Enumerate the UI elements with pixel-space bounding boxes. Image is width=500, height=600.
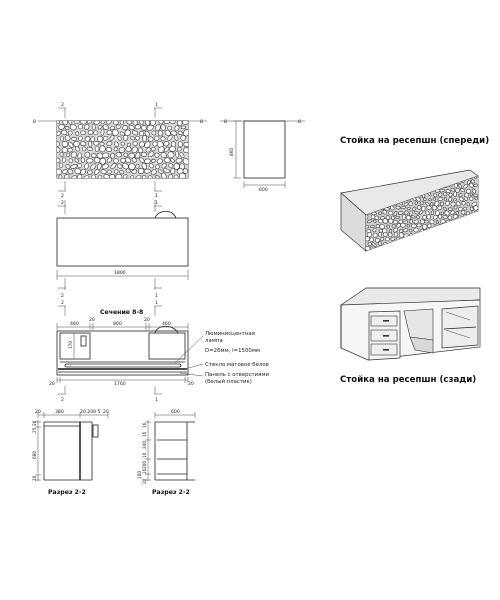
section-title: Сечение 8-8 [100, 309, 143, 316]
cut-mark-label: 2 [61, 193, 64, 199]
cut-mark-label: 1 [155, 293, 158, 299]
dim-label: 380 [55, 409, 64, 415]
decorative-pebble-panel [57, 121, 188, 178]
dim-label: 20 [103, 409, 109, 415]
section-mark-label: 8 [224, 119, 227, 125]
front-elevation-view: 2 1 2 1 8 8 [33, 102, 207, 199]
dim-label-depth: 600 [259, 187, 268, 193]
dim-label: 16 [142, 468, 147, 474]
cut-mark-label: 2 [61, 397, 64, 403]
cut-mark-label: 1 [155, 300, 158, 306]
cut-mark-label: 2 [61, 300, 64, 306]
isometric-front-render [340, 169, 479, 252]
dim-label: 20 [32, 475, 37, 481]
front-heading: Стойка на ресепшн (спереди) [340, 136, 489, 146]
isometric-back-render [339, 287, 481, 361]
dim-label: 20 [142, 478, 147, 484]
plan-view: 2 1 1800 2 1 [56, 200, 189, 299]
dim-label-length: 1800 [114, 270, 126, 276]
cut-title: Разрез 2-2 [48, 489, 86, 496]
cut-title: Разрез 2-2 [152, 489, 190, 496]
cut-2-2-left-view: 20 380 20 200 5 20 20 25 680 20 Разрез 2… [32, 409, 109, 496]
section-mark-label: 8 [33, 119, 36, 125]
dim-label: 20 [49, 381, 55, 387]
cut-mark-label: 2 [61, 200, 64, 206]
back-heading: Стойка на ресепшн (сзади) [340, 375, 476, 385]
side-elevation-view: 860 600 8 8 [220, 119, 305, 193]
callout-panel: Панель с отверстиями [205, 372, 269, 378]
dim-label: 100 [137, 471, 142, 479]
section-mark-label: 8 [298, 119, 301, 125]
section-mark-label: 8 [200, 119, 203, 125]
dim-label: 460 [162, 321, 171, 327]
dim-label: 20 [188, 381, 194, 387]
cut-mark-label: 1 [155, 200, 158, 206]
callout-glass: Стекло матовое белое [205, 362, 270, 368]
dim-label: 460 [70, 321, 79, 327]
dim-label: 200 [142, 461, 147, 469]
dim-label: 20 [89, 317, 95, 323]
cut-mark-label: 2 [61, 102, 64, 108]
dim-label-height: 860 [229, 148, 234, 156]
dim-label: 20 [35, 409, 41, 415]
dim-label: 20 200 5 [80, 409, 101, 415]
dim-label: 800 [113, 321, 122, 327]
cut-mark-label: 1 [155, 102, 158, 108]
callout-lamp: Люминисцентная [205, 331, 255, 337]
dim-label: 20 [144, 317, 150, 323]
dim-label: 240 [142, 441, 147, 449]
cut-2-2-right-view: 600 16 16 240 16 200 16 100 20 Разрез 2-… [137, 409, 196, 496]
callout-panel: (белый пластик) [205, 378, 252, 385]
dim-label: 16 [142, 431, 147, 437]
dim-label: 1760 [114, 381, 126, 387]
dim-label: 16 [142, 422, 147, 428]
dim-label: 680 [32, 451, 37, 459]
dim-label: 600 [171, 409, 180, 415]
callout-lamp-size: D=26мм, l=1500мм [205, 348, 260, 354]
dim-label: 20 [32, 420, 37, 426]
cut-mark-label: 1 [155, 397, 158, 403]
callout-lamp: лампа [205, 338, 223, 344]
section-8-8-view: Сечение 8-8 2 1 460 20 800 20 460 170 [49, 300, 270, 403]
cut-mark-label: 1 [155, 193, 158, 199]
dim-label: 16 [142, 452, 147, 458]
dim-label: 170 [68, 341, 73, 349]
cut-mark-label: 2 [61, 293, 64, 299]
dim-label: 25 [32, 427, 37, 433]
